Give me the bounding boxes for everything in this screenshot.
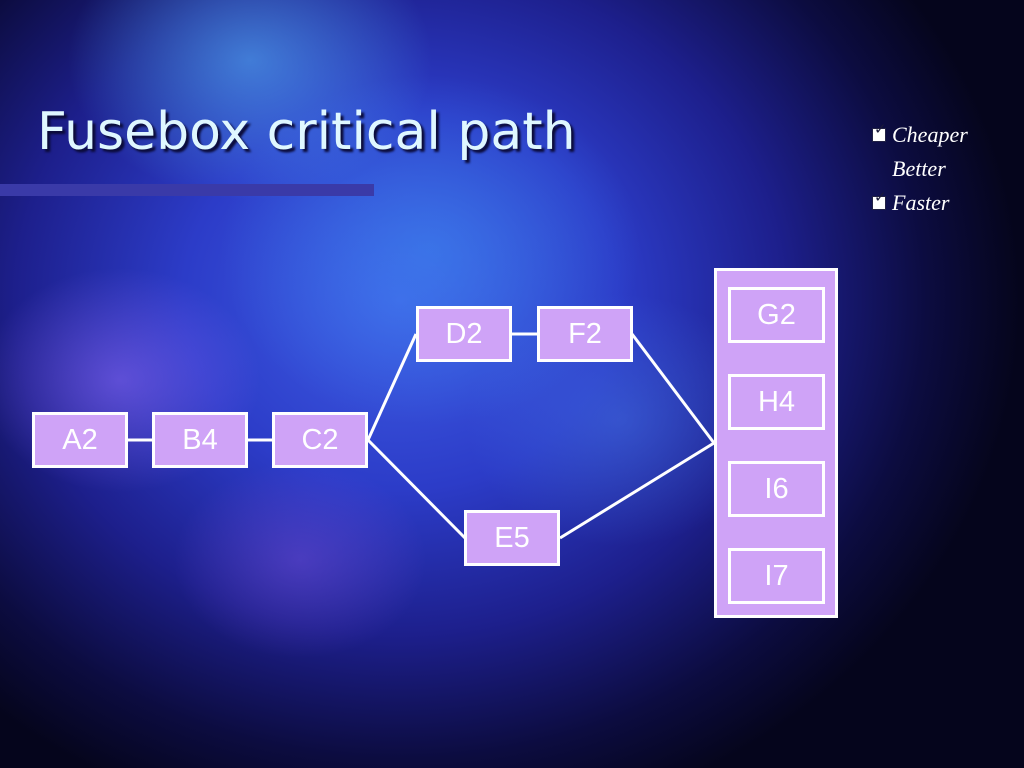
edge-e5-group	[559, 441, 715, 540]
edge-c2-d2	[366, 333, 418, 441]
node-i6: I6	[728, 461, 825, 517]
node-c2: C2	[272, 412, 368, 468]
node-e5: E5	[464, 510, 560, 566]
node-a2: A2	[32, 412, 128, 468]
checkbox-checked-icon: ✓	[872, 190, 887, 210]
node-b4: B4	[152, 412, 248, 468]
node-i7: I7	[728, 548, 825, 604]
legend-item-faster: ✓ Faster	[872, 186, 968, 220]
node-d2: D2	[416, 306, 512, 362]
legend: ✓ Cheaper Better ✓ Faster	[872, 118, 968, 220]
legend-label: Better	[892, 156, 946, 181]
node-group-ghi: G2 H4 I6 I7	[714, 268, 838, 618]
node-g2: G2	[728, 287, 825, 343]
legend-label: Faster	[892, 190, 950, 215]
node-f2: F2	[537, 306, 633, 362]
edge-c2-e5	[366, 438, 467, 540]
slide-title: Fusebox critical path	[37, 102, 576, 162]
legend-label: Cheaper	[892, 122, 968, 147]
legend-item-better: Better	[872, 152, 968, 186]
checkbox-checked-icon: ✓	[872, 122, 887, 142]
edge-f2-group	[630, 333, 716, 444]
title-underline-bar	[0, 184, 374, 196]
node-h4: H4	[728, 374, 825, 430]
legend-item-cheaper: ✓ Cheaper	[872, 118, 968, 152]
